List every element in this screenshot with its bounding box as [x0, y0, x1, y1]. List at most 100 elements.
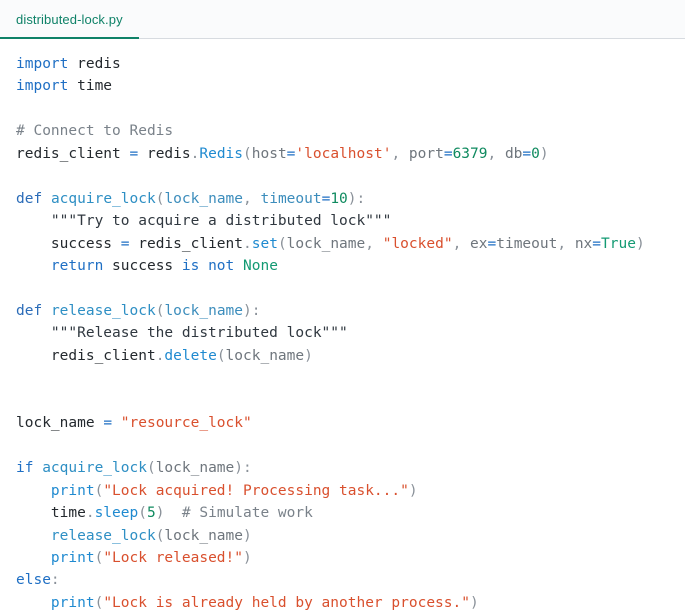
code-token: = — [487, 235, 497, 252]
code-line — [16, 98, 669, 120]
code-line: print("Lock is already held by another p… — [16, 592, 669, 614]
code-token: , — [452, 235, 471, 252]
code-token: print — [50, 549, 95, 566]
code-token: = — [443, 145, 453, 162]
code-token: """Try to acquire a distributed lock""" — [50, 213, 392, 230]
code-token: , — [487, 145, 505, 162]
code-token: lock_name — [164, 527, 243, 544]
code-token: : — [50, 572, 60, 589]
code-token: else — [16, 572, 51, 589]
code-token: # Simulate work — [181, 505, 313, 522]
code-token: = — [129, 145, 139, 162]
code-line: """Release the distributed lock""" — [16, 322, 669, 344]
code-token: import — [16, 56, 69, 72]
code-token: = — [522, 145, 532, 162]
code-token: "locked" — [382, 235, 453, 252]
code-token: return — [50, 258, 104, 275]
code-token: def — [16, 190, 43, 207]
code-line: import redis — [16, 53, 669, 75]
code-token — [42, 303, 51, 319]
code-token: ) — [155, 505, 165, 522]
code-token — [16, 550, 51, 566]
code-token: if — [16, 460, 34, 477]
code-token: = — [103, 415, 113, 432]
code-line: def release_lock(lock_name): — [16, 300, 669, 322]
code-token: ) — [243, 549, 252, 566]
code-line: def acquire_lock(lock_name, timeout=10): — [16, 188, 669, 210]
code-token — [16, 483, 51, 499]
code-token: 6379 — [452, 145, 488, 162]
code-token: print — [50, 482, 95, 499]
code-token: """Release the distributed lock""" — [50, 325, 348, 342]
code-token: ( — [146, 460, 156, 477]
code-line: time.sleep(5) # Simulate work — [16, 502, 669, 524]
code-token — [42, 191, 51, 207]
code-token: print — [50, 594, 95, 611]
code-token: = — [321, 190, 331, 207]
code-token: ( — [277, 235, 287, 252]
code-token: db — [504, 145, 523, 162]
code-token: True — [601, 235, 636, 252]
code-token: # Connect to Redis — [16, 123, 174, 140]
code-line: release_lock(lock_name) — [16, 525, 669, 547]
code-token: lock_name — [286, 235, 366, 252]
code-token: import — [16, 78, 69, 95]
code-line: else: — [16, 569, 669, 591]
code-token: lock_name — [225, 347, 305, 364]
code-token: redis — [68, 56, 121, 72]
code-line: # Connect to Redis — [16, 120, 669, 142]
code-token — [16, 325, 51, 341]
code-line: import time — [16, 75, 669, 97]
code-token: def — [16, 302, 43, 319]
tab-distributed-lock-py[interactable]: distributed-lock.py — [0, 0, 139, 39]
code-token: acquire_lock — [42, 460, 147, 477]
code-token: redis — [138, 145, 191, 162]
source-code[interactable]: import redis import time # Connect to Re… — [0, 53, 685, 614]
code-token: lock_name — [164, 190, 244, 207]
code-token: ) — [243, 527, 252, 544]
code-token: ): — [347, 190, 366, 207]
code-token: ) — [469, 594, 479, 611]
code-editor-content[interactable]: import redis import time # Connect to Re… — [0, 39, 685, 614]
code-line — [16, 390, 669, 412]
code-token: 10 — [330, 190, 348, 207]
code-line — [16, 435, 669, 457]
code-line: """Try to acquire a distributed lock""" — [16, 210, 669, 232]
code-token — [16, 213, 51, 229]
code-line: if acquire_lock(lock_name): — [16, 457, 669, 479]
code-token — [164, 505, 181, 521]
code-token: ): — [234, 460, 252, 477]
code-token: ( — [155, 190, 165, 207]
code-token: Redis — [199, 145, 244, 162]
code-token: ( — [94, 482, 104, 499]
code-token: acquire_lock — [50, 190, 156, 207]
code-token: ( — [94, 594, 104, 611]
code-token: success — [103, 258, 182, 275]
code-token — [33, 460, 42, 476]
code-token: "resource_lock" — [120, 415, 252, 432]
code-token: , — [365, 235, 383, 252]
code-token: = — [592, 235, 602, 252]
code-line: print("Lock released!") — [16, 547, 669, 569]
code-line: redis_client = redis.Redis(host='localho… — [16, 143, 669, 165]
code-token: ex — [470, 235, 488, 252]
code-token: ( — [94, 549, 104, 566]
code-token: = — [286, 145, 296, 162]
code-line: return success is not None — [16, 255, 669, 277]
code-token: None — [243, 258, 278, 275]
code-token: redis_client — [16, 145, 130, 162]
code-token: "Lock acquired! Processing task..." — [103, 482, 409, 499]
code-token: ( — [138, 505, 147, 522]
code-token: port — [408, 145, 444, 162]
code-token: time — [68, 78, 113, 95]
code-token: lock_name — [155, 460, 235, 477]
code-token: ) — [304, 347, 313, 364]
code-token: . — [243, 235, 252, 252]
code-token: success — [16, 235, 121, 252]
code-token: = — [120, 235, 130, 252]
code-token: lock_name — [16, 415, 104, 432]
code-token: lock_name — [164, 302, 244, 319]
code-token: time — [16, 505, 86, 522]
code-token: ( — [155, 302, 165, 319]
